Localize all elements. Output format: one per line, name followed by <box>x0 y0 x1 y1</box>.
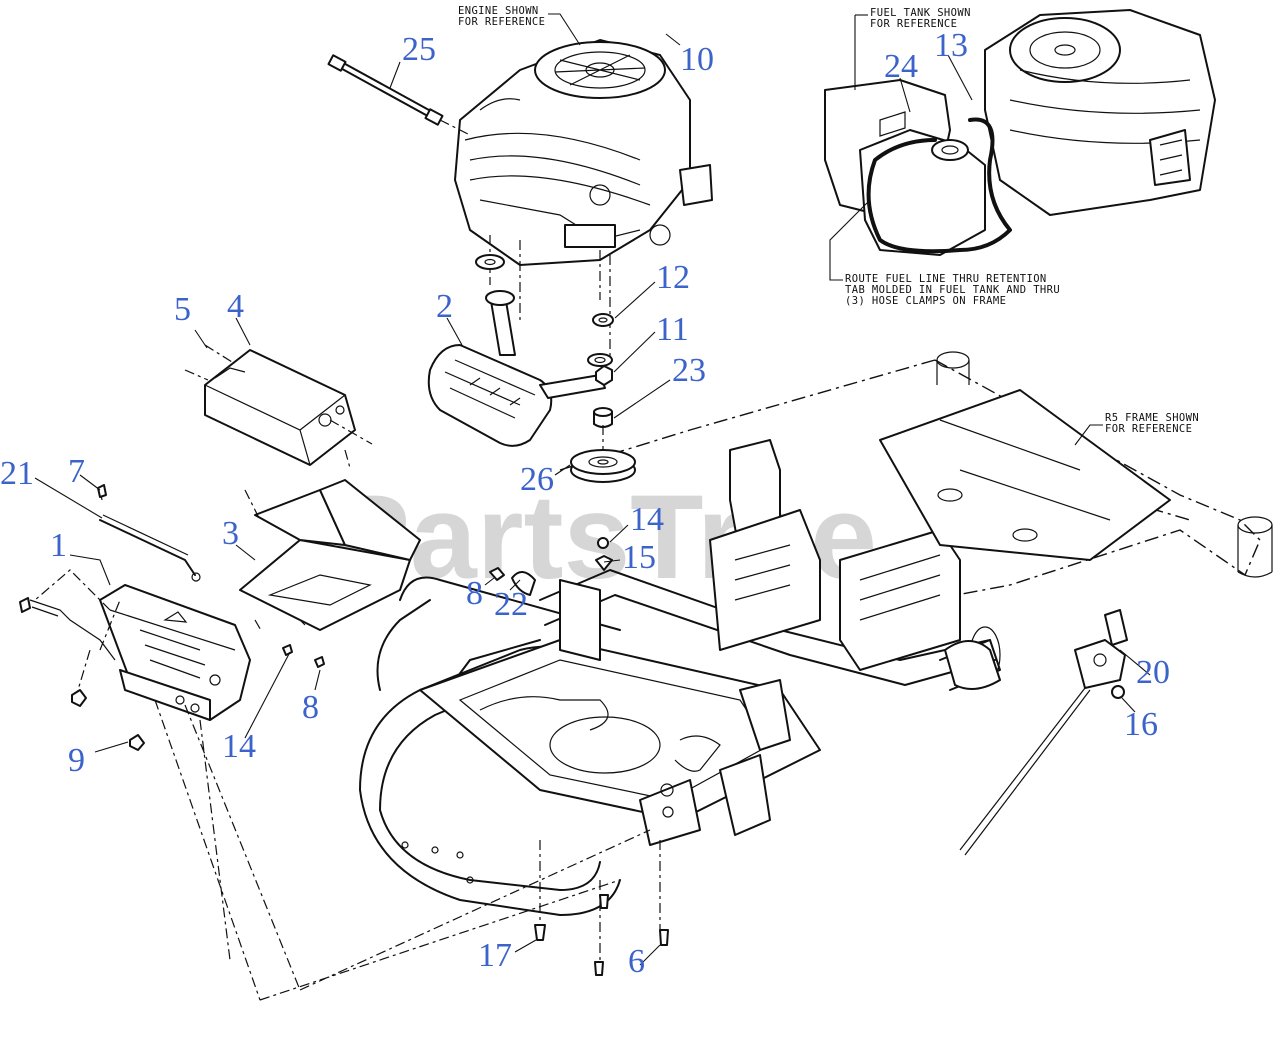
callout-8-mid: 8 <box>466 575 483 612</box>
main-frame <box>359 389 1171 916</box>
part-1-control-plate <box>19 584 251 721</box>
callout-26: 26 <box>520 461 554 498</box>
part-12-gasket <box>592 313 614 327</box>
callout-21: 21 <box>0 455 34 492</box>
callout-9: 9 <box>68 742 85 779</box>
callout-14-bottom: 14 <box>222 728 256 765</box>
callout-10: 10 <box>680 41 714 78</box>
callout-22: 22 <box>494 586 528 623</box>
callout-20: 20 <box>1136 654 1170 691</box>
route-note-line-2: TAB MOLDED IN FUEL TANK AND THRU <box>845 284 1060 296</box>
frame-note-line-1: R5 FRAME SHOWN <box>1105 412 1199 424</box>
mount-dash-lines <box>154 699 651 1001</box>
callout-12: 12 <box>656 259 690 296</box>
part-11-nut <box>595 365 613 386</box>
part-21-rod <box>97 484 201 582</box>
callout-7: 7 <box>68 453 85 490</box>
route-note-leader <box>829 199 871 270</box>
part-25-dipstick-tube <box>327 54 471 136</box>
part-20-fuel-gauge <box>959 609 1128 856</box>
part-4-heat-shield <box>184 344 373 469</box>
fuel-tank-inset <box>824 9 1216 256</box>
engine-note-line-2: FOR REFERENCE <box>458 16 545 28</box>
callout-2: 2 <box>436 288 453 325</box>
callout-23: 23 <box>672 352 706 389</box>
callout-8-left: 8 <box>302 689 319 726</box>
callout-14-top: 14 <box>630 501 664 538</box>
frame-note-line-2: FOR REFERENCE <box>1105 423 1192 435</box>
callout-1: 1 <box>50 527 67 564</box>
callouts: 25 10 24 13 12 2 11 23 5 4 26 7 21 3 14 … <box>0 27 1170 980</box>
callout-11: 11 <box>656 311 689 348</box>
part-7-screw <box>97 484 107 498</box>
callout-4: 4 <box>227 288 244 325</box>
callout-13: 13 <box>934 27 968 64</box>
bottom-dash-lines <box>539 840 661 960</box>
callout-15: 15 <box>622 539 656 576</box>
fuel-tank-note-line-2: FOR REFERENCE <box>870 18 957 30</box>
pulley-stack <box>570 313 636 483</box>
fuel-tank-note-line-1: FUEL TANK SHOWN <box>870 7 971 19</box>
callout-16: 16 <box>1124 706 1158 743</box>
callout-6: 6 <box>628 943 645 980</box>
hardware <box>71 537 669 976</box>
callout-3: 3 <box>222 515 239 552</box>
left-assembly-lines <box>34 569 121 701</box>
part-2-muffler <box>427 254 613 447</box>
fuel-tank-note: FUEL TANK SHOWN FOR REFERENCE <box>855 7 971 30</box>
callout-25: 25 <box>402 31 436 68</box>
engine-note-line-1: ENGINE SHOWN <box>458 5 539 17</box>
frame-note: R5 FRAME SHOWN FOR REFERENCE <box>1074 412 1199 446</box>
callout-17: 17 <box>478 937 512 974</box>
engine-reference <box>454 39 713 266</box>
part-26-pulley <box>570 449 636 483</box>
engine-note: ENGINE SHOWN FOR REFERENCE <box>458 5 581 46</box>
callout-24: 24 <box>884 48 918 85</box>
callout-leaders <box>34 33 1151 966</box>
part-3-bracket <box>239 479 421 633</box>
route-note-line-3: (3) HOSE CLAMPS ON FRAME <box>845 295 1006 307</box>
route-note-line-1: ROUTE FUEL LINE THRU RETENTION <box>845 273 1047 285</box>
callout-5: 5 <box>174 291 191 328</box>
part-16-washer <box>1111 685 1125 699</box>
route-note: ROUTE FUEL LINE THRU RETENTION TAB MOLDE… <box>829 270 1060 307</box>
